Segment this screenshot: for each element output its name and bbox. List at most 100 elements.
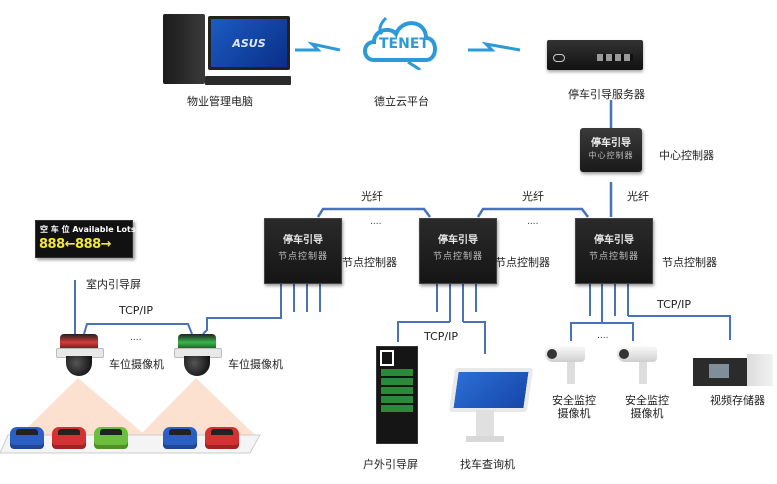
seccam2-lens bbox=[619, 349, 629, 359]
parked-car bbox=[10, 427, 44, 449]
tcpip-label-right: TCP/IP bbox=[657, 298, 691, 311]
center-device-line1: 停车引导 bbox=[591, 138, 631, 149]
seccam1-label-line1: 安全监控 bbox=[552, 394, 596, 407]
wire-node3-nvr bbox=[628, 315, 731, 340]
camera2-indicator-light bbox=[178, 334, 216, 348]
seccam1-label-line2: 摄像机 bbox=[557, 407, 591, 420]
car-finder-kiosk bbox=[444, 364, 534, 444]
seccam1-mount bbox=[567, 362, 575, 384]
node-ellipsis-1: .... bbox=[370, 217, 382, 227]
node2-ports bbox=[436, 284, 477, 322]
nvr-display bbox=[709, 364, 729, 378]
node2-device-line1: 停车引导 bbox=[438, 235, 478, 246]
pc-screen-logo: ASUS bbox=[232, 36, 266, 50]
pc-label: 物业管理电脑 bbox=[187, 95, 253, 108]
node1-device-line2: 节点控制器 bbox=[277, 252, 328, 262]
node3-ports bbox=[589, 284, 629, 323]
nvr-label: 视频存储器 bbox=[710, 394, 765, 407]
server-cloud-logo-icon bbox=[553, 54, 565, 62]
outdoor-guidance-screen bbox=[376, 346, 418, 444]
center-controller-device: 停车引导 中心控制器 bbox=[580, 128, 642, 172]
nvr-side bbox=[747, 354, 773, 386]
wire-camera-chain bbox=[83, 323, 193, 335]
pc-keyboard bbox=[205, 76, 291, 85]
cloud-logo-text: TENET bbox=[379, 36, 429, 52]
fiber-node2-node3 bbox=[476, 207, 589, 218]
center-controller-label: 中心控制器 bbox=[659, 149, 714, 162]
kiosk-base bbox=[466, 436, 504, 442]
indoor-guidance-screen: 空 车 位 Available Lots 888←888→ bbox=[35, 220, 136, 258]
indoor-screen-line2: 888←888→ bbox=[39, 237, 112, 252]
security-camera-1 bbox=[545, 346, 591, 386]
node3-label: 节点控制器 bbox=[662, 256, 717, 269]
wire-node2-outdoor bbox=[397, 321, 450, 342]
server-ports bbox=[597, 54, 633, 61]
indoor-screen-line1: 空 车 位 Available Lots bbox=[40, 225, 136, 234]
seccam1-lens bbox=[547, 349, 557, 359]
camera1-indicator-light bbox=[60, 334, 98, 348]
outdoor-led-rows bbox=[381, 369, 413, 413]
fiber-label-1: 光纤 bbox=[361, 190, 383, 203]
camera1-dome bbox=[66, 356, 92, 376]
node-controller-1: 停车引导 节点控制器 bbox=[264, 218, 342, 284]
fiber-node1-node2 bbox=[316, 207, 431, 218]
property-pc: ASUS bbox=[163, 14, 291, 86]
node2-label: 节点控制器 bbox=[495, 256, 550, 269]
node-controller-3: 停车引导 节点控制器 bbox=[575, 218, 653, 284]
parked-car bbox=[94, 427, 128, 449]
tcpip-label-left: TCP/IP bbox=[119, 304, 153, 317]
center-device-line2: 中心控制器 bbox=[588, 151, 634, 160]
node1-label: 节点控制器 bbox=[342, 256, 397, 269]
wire-node3-seccams bbox=[570, 322, 634, 341]
node2-device-line2: 节点控制器 bbox=[432, 252, 483, 262]
guidance-server bbox=[547, 40, 643, 70]
video-storage-nvr bbox=[693, 354, 773, 388]
server-label: 停车引导服务器 bbox=[568, 88, 645, 101]
cloud-icon bbox=[363, 16, 437, 72]
car-window bbox=[58, 429, 80, 435]
node-controller-2: 停车引导 节点控制器 bbox=[419, 218, 497, 284]
pc-screen: ASUS bbox=[211, 19, 287, 67]
node3-device-line1: 停车引导 bbox=[594, 235, 634, 246]
parked-car bbox=[52, 427, 86, 449]
car-window bbox=[169, 429, 191, 435]
parking-p-icon bbox=[380, 350, 394, 366]
seccam2-mount bbox=[639, 362, 647, 384]
pc-monitor: ASUS bbox=[208, 16, 290, 70]
pc-tower bbox=[163, 14, 205, 84]
node1-device-line1: 停车引导 bbox=[283, 235, 323, 246]
car-window bbox=[100, 429, 122, 435]
fiber-label-3: 光纤 bbox=[627, 190, 649, 203]
node3-device-line2: 节点控制器 bbox=[588, 252, 639, 262]
outdoor-screen-label: 户外引导屏 bbox=[363, 458, 418, 471]
seccam2-label-line2: 摄像机 bbox=[630, 407, 664, 420]
space-camera-1-label: 车位摄像机 bbox=[109, 358, 164, 371]
camera1-view-cone bbox=[20, 378, 145, 435]
camera2-dome bbox=[184, 356, 210, 376]
fiber-label-2: 光纤 bbox=[522, 190, 544, 203]
node-ellipsis-2: .... bbox=[527, 217, 539, 227]
cloud-label: 德立云平台 bbox=[374, 95, 429, 108]
seccam2-label-line1: 安全监控 bbox=[625, 394, 669, 407]
wire-node1-cameras bbox=[202, 312, 282, 335]
kiosk-stand bbox=[476, 410, 494, 438]
camera-ellipsis: .... bbox=[130, 333, 142, 343]
parked-car bbox=[163, 427, 197, 449]
wire-node2-kiosk bbox=[463, 321, 486, 354]
parked-car bbox=[205, 427, 239, 449]
cloud-platform: TENET bbox=[360, 14, 440, 72]
seccam-ellipsis: .... bbox=[597, 331, 609, 341]
space-camera-2-label: 车位摄像机 bbox=[228, 358, 283, 371]
wireless-link-pc-cloud bbox=[295, 41, 341, 52]
car-window bbox=[211, 429, 233, 435]
kiosk-label: 找车查询机 bbox=[460, 458, 515, 471]
security-camera-2 bbox=[617, 346, 663, 386]
camera2-view-cone bbox=[140, 378, 255, 435]
security-camera-2-label: 安全监控 摄像机 bbox=[625, 394, 669, 420]
space-camera-1 bbox=[56, 334, 104, 380]
car-window bbox=[16, 429, 38, 435]
wireless-link-cloud-server bbox=[468, 41, 521, 52]
kiosk-screen bbox=[448, 368, 534, 412]
